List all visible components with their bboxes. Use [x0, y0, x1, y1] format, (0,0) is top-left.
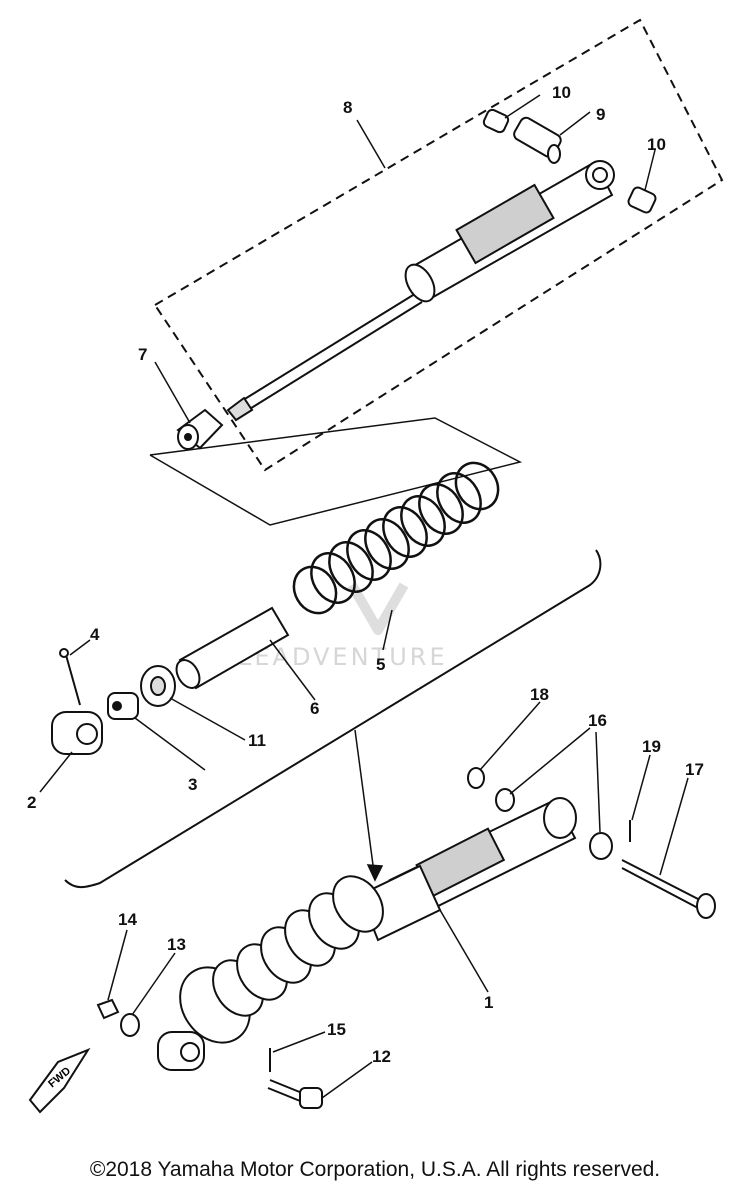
- lower-bolt-12: [267, 1079, 323, 1109]
- fwd-arrow-icon: FWD: [28, 1047, 91, 1114]
- callout-15: 15: [327, 1020, 346, 1039]
- upper-bolt-part: [513, 116, 562, 164]
- callout-5: 5: [376, 655, 385, 674]
- copyright-notice: ©2018 Yamaha Motor Corporation, U.S.A. A…: [89, 1158, 661, 1181]
- mounting-bolt-17: [621, 859, 716, 919]
- sub-parts-bracket: [64, 549, 602, 889]
- callout-6: 6: [310, 699, 319, 718]
- washer-part-16a: [495, 788, 515, 812]
- callout-18: 18: [530, 685, 549, 704]
- callout-17: 17: [685, 760, 704, 779]
- callout-13: 13: [167, 935, 186, 954]
- bump-stopper-part: [176, 408, 224, 450]
- callout-9: 9: [596, 105, 605, 124]
- washer-part-13: [120, 1013, 140, 1037]
- callout-10-upper: 10: [552, 83, 571, 102]
- callouts: 8 10 9 10 7 5 6 11 3 2 4 18 16 19 17 14 …: [27, 83, 704, 1066]
- leader-lines: [39, 94, 689, 1099]
- callout-4: 4: [90, 625, 100, 644]
- shock-assembly-dashed-box: [153, 18, 724, 472]
- collar-part: [107, 692, 139, 720]
- spring-group-outline: [149, 417, 523, 526]
- upper-bushing-right: [627, 186, 657, 214]
- callout-2: 2: [27, 793, 36, 812]
- watermark: LEADVENTURE: [238, 582, 448, 671]
- washer-part-16b: [589, 832, 613, 860]
- callout-19: 19: [642, 737, 661, 756]
- upper-shock-body: [226, 160, 615, 422]
- washer-part-18: [467, 767, 485, 789]
- callout-10-right: 10: [647, 135, 666, 154]
- seat-washer-part: [140, 665, 176, 707]
- upper-bushing-left: [482, 108, 510, 134]
- small-bolt-part: [59, 648, 81, 706]
- lower-eye-part: [51, 711, 103, 755]
- callout-1: 1: [484, 993, 493, 1012]
- shock-spring: [292, 461, 500, 615]
- callout-16: 16: [588, 711, 607, 730]
- callout-3: 3: [188, 775, 197, 794]
- watermark-text: LEADVENTURE: [238, 643, 448, 671]
- callout-14: 14: [118, 910, 137, 929]
- callout-11: 11: [248, 731, 266, 750]
- inner-sleeve-part: [175, 606, 290, 690]
- assembled-shock-absorber: [157, 797, 577, 1071]
- callout-7: 7: [138, 345, 147, 364]
- nut-part-14: [96, 998, 120, 1020]
- callout-8: 8: [343, 98, 352, 117]
- callout-12: 12: [372, 1047, 391, 1066]
